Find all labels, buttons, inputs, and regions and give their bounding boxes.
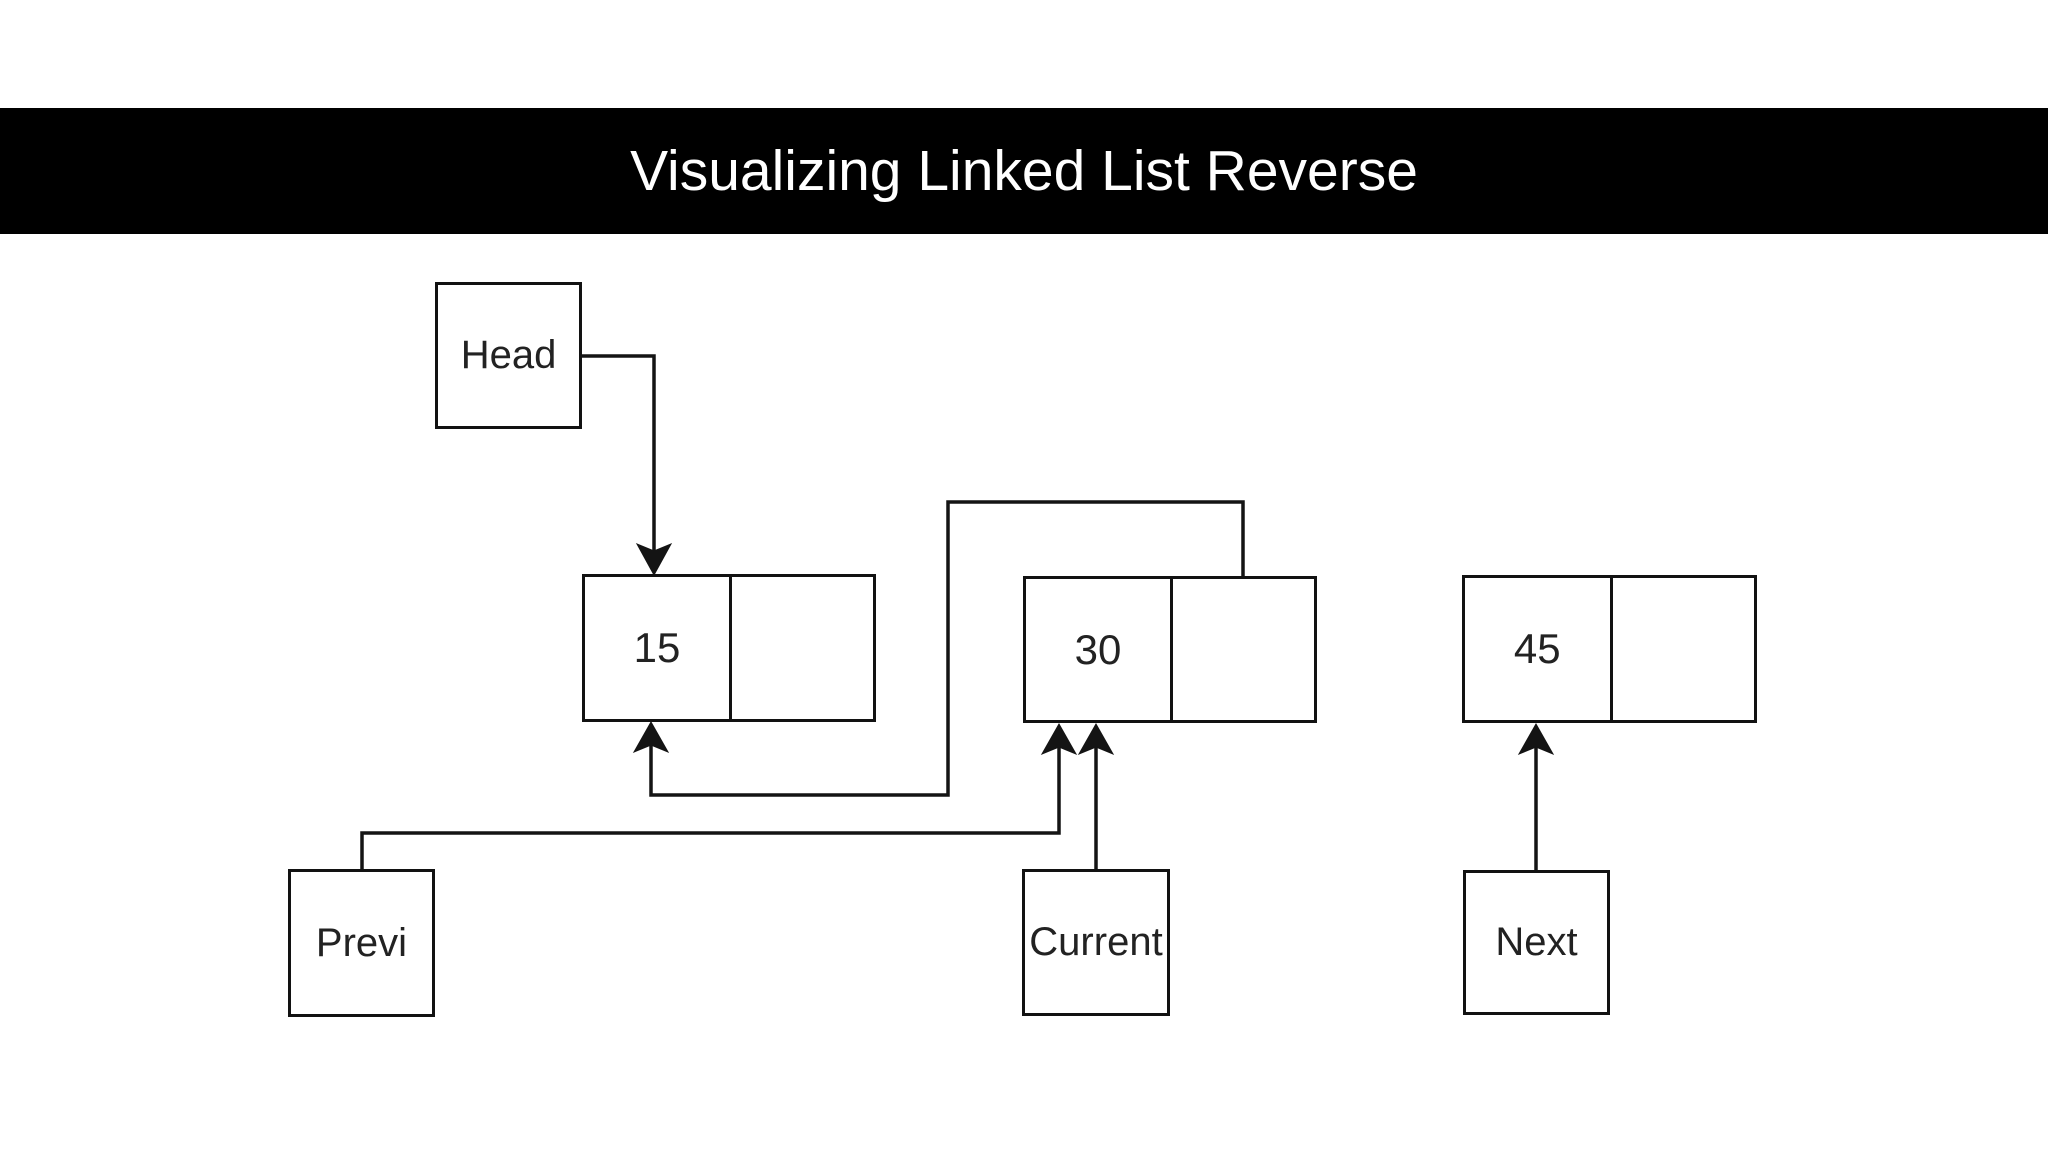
list-node-45: 45	[1462, 575, 1757, 723]
current-label: Current	[1029, 920, 1163, 964]
arrowhead-up-icon	[1077, 722, 1115, 756]
node-pointer-cell	[1170, 579, 1314, 720]
list-node-15: 15	[582, 574, 876, 722]
node-value: 30	[1074, 625, 1122, 673]
list-node-30: 30	[1023, 576, 1317, 723]
arrowhead-up-icon	[1040, 722, 1078, 756]
arrowhead-up-icon	[632, 720, 670, 754]
head-pointer-box: Head	[435, 282, 582, 429]
previous-pointer-box: Previ	[288, 869, 435, 1017]
page-title: Visualizing Linked List Reverse	[630, 139, 1418, 203]
node-value: 45	[1513, 625, 1561, 672]
head-label: Head	[460, 333, 557, 377]
node-pointer-cell	[729, 577, 873, 719]
connector-previous-to-node30	[360, 722, 1078, 869]
next-label: Next	[1495, 920, 1578, 964]
arrowhead-down-icon	[635, 542, 673, 577]
node-pointer-cell	[1609, 578, 1755, 720]
previous-label: Previ	[315, 920, 408, 965]
connector-head-to-node15	[582, 354, 673, 577]
connector-current-to-node30	[1077, 722, 1115, 869]
title-bar: Visualizing Linked List Reverse	[0, 108, 2048, 234]
next-pointer-box: Next	[1463, 870, 1610, 1015]
arrowhead-up-icon	[1517, 722, 1555, 756]
connector-next-to-node45	[1517, 722, 1555, 870]
current-pointer-box: Current	[1022, 869, 1170, 1016]
node-value: 15	[633, 624, 681, 671]
